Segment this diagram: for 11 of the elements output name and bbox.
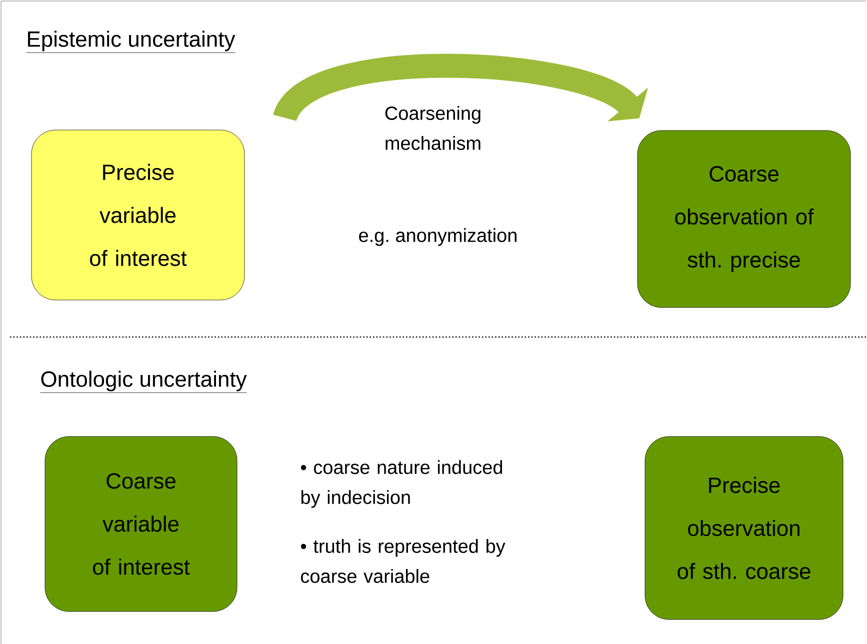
curved-arrow (274, 54, 648, 124)
section-heading: Ontologic uncertainty (40, 370, 248, 393)
section-heading: Epistemic uncertainty (26, 30, 236, 53)
process-box: Precise observation of sth. coarse (644, 436, 844, 620)
note-text: • coarse nature induced by indecision (300, 460, 502, 508)
note-text: e.g. anonymization (359, 228, 516, 246)
process-box: Coarse variable of interest (44, 436, 238, 612)
process-box: Precise variable of interest (31, 130, 245, 300)
edge-label: Coarsening mechanism (385, 106, 480, 150)
process-box: Coarse observation of sth. precise (637, 130, 851, 308)
note-text: • truth is represented by coarse variable (300, 539, 506, 583)
